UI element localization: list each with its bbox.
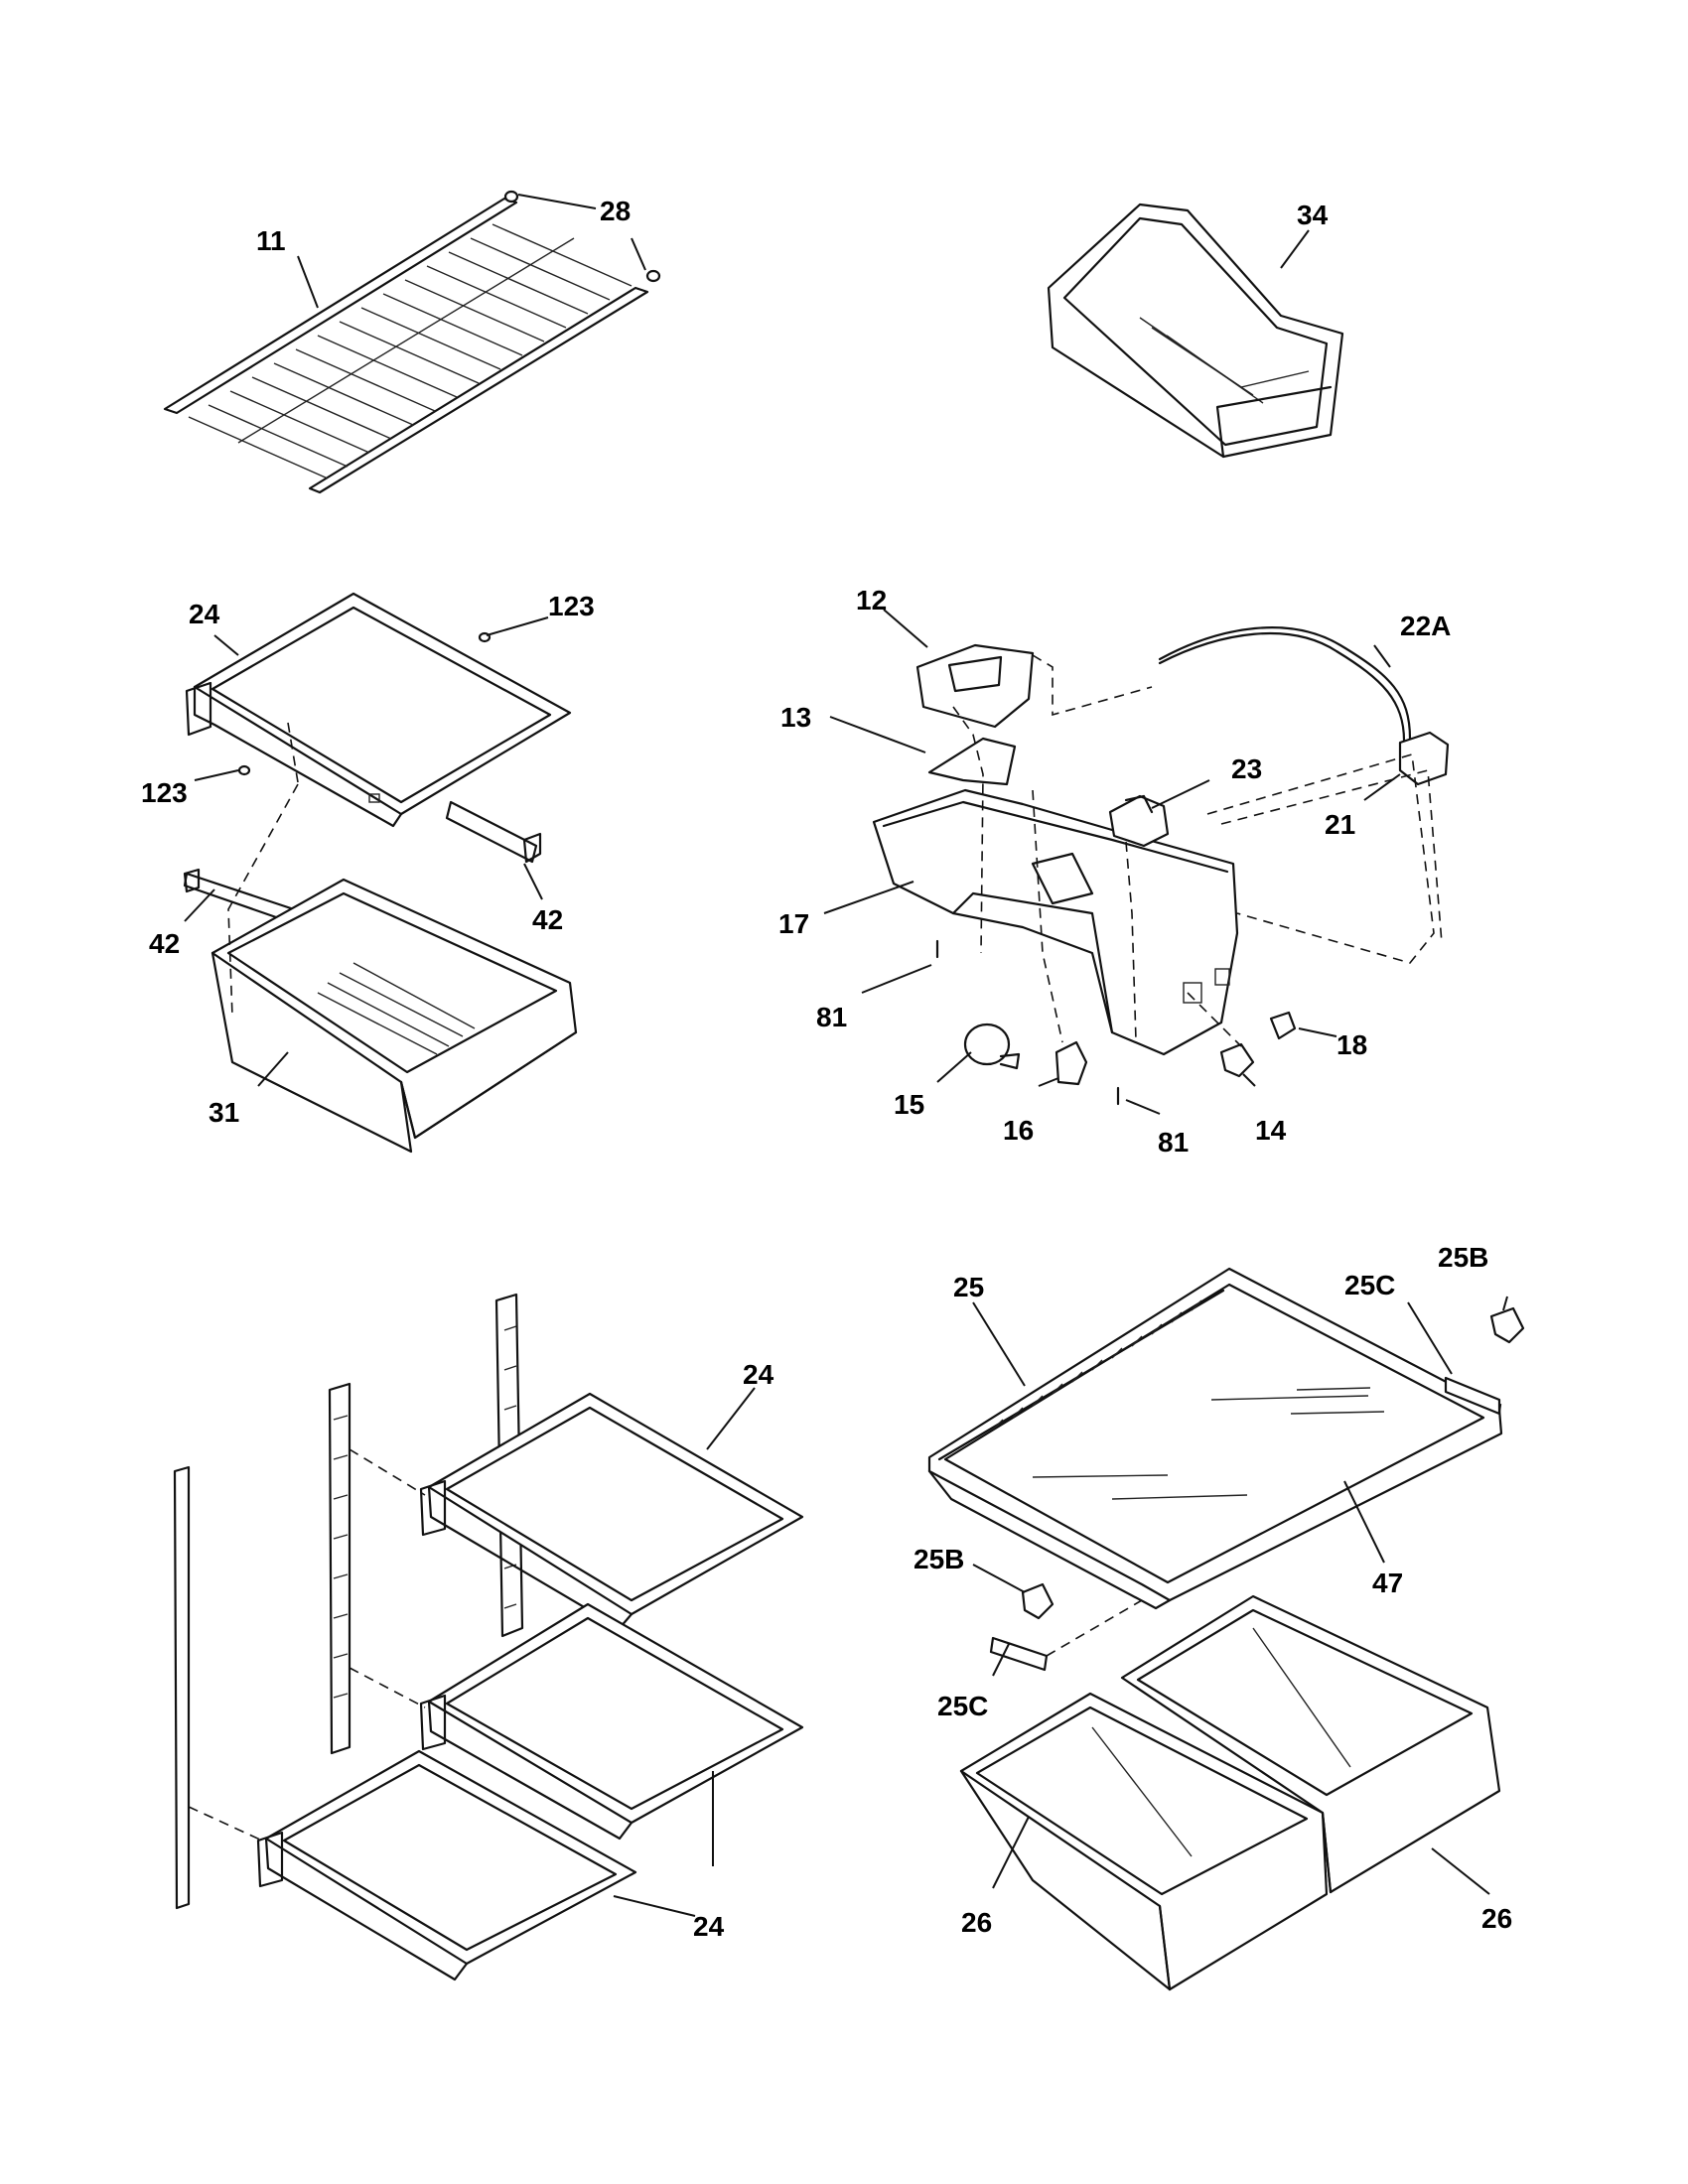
crisper-cover-part-25 bbox=[927, 1267, 1503, 1610]
switch-part-14 bbox=[1219, 1042, 1255, 1078]
crisper-drawer-part-31 bbox=[211, 878, 578, 1154]
callout-26-left: 26 bbox=[961, 1907, 992, 1938]
callout-25B-bottom: 25B bbox=[914, 1544, 964, 1574]
control-housing-part-17 bbox=[872, 788, 1239, 1056]
clip-part-25B-bottom bbox=[1021, 1582, 1055, 1620]
light-switch-part-18 bbox=[1269, 1011, 1297, 1040]
callout-81-right: 81 bbox=[1158, 1127, 1189, 1158]
callout-25C-top: 25C bbox=[1344, 1270, 1395, 1300]
callout-15: 15 bbox=[894, 1089, 924, 1120]
callout-12: 12 bbox=[856, 585, 887, 615]
callout-42-right: 42 bbox=[532, 904, 563, 935]
callout-26-right: 26 bbox=[1481, 1903, 1512, 1934]
callout-47: 47 bbox=[1372, 1568, 1403, 1598]
glass-insert-part-47 bbox=[1032, 1387, 1385, 1500]
wire-shelf-part-11 bbox=[163, 190, 661, 494]
glass-shelf-part-24-middle bbox=[419, 1602, 804, 1841]
lamp-bulb-part-15 bbox=[963, 1023, 1021, 1070]
callout-123-bottom: 123 bbox=[141, 777, 188, 808]
ice-bin-part-34 bbox=[1047, 203, 1344, 459]
callout-17: 17 bbox=[778, 908, 809, 939]
callout-24-lower-bottom: 24 bbox=[693, 1911, 725, 1942]
lamp-socket-part-16 bbox=[1055, 1040, 1088, 1086]
callout-81-left: 81 bbox=[816, 1002, 847, 1032]
lens-part-13 bbox=[927, 737, 1017, 786]
crisper-drawer-part-26-left bbox=[959, 1692, 1329, 1991]
callout-25C-bottom: 25C bbox=[937, 1691, 988, 1721]
shelf-rail-part-42-right bbox=[445, 800, 542, 864]
callout-28: 28 bbox=[600, 196, 631, 226]
callout-25: 25 bbox=[953, 1272, 984, 1302]
callout-42-left: 42 bbox=[149, 928, 180, 959]
glass-shelf-part-24-bottom bbox=[256, 1749, 637, 1981]
callout-18: 18 bbox=[1336, 1029, 1367, 1060]
callout-14: 14 bbox=[1255, 1115, 1287, 1146]
callout-24-lower-top: 24 bbox=[743, 1359, 774, 1390]
thermostat-part-23 bbox=[1108, 794, 1170, 848]
callout-25B-top: 25B bbox=[1438, 1242, 1488, 1273]
callout-21: 21 bbox=[1325, 809, 1355, 840]
callout-34: 34 bbox=[1297, 200, 1329, 230]
callout-23: 23 bbox=[1231, 753, 1262, 784]
bracket-part-25C-bottom bbox=[989, 1636, 1049, 1672]
crisper-drawer-part-26-right bbox=[1120, 1594, 1501, 1894]
callout-24-upper: 24 bbox=[189, 599, 220, 629]
light-shield-part-12 bbox=[915, 643, 1035, 729]
glass-shelf-part-24 bbox=[185, 592, 572, 828]
callout-123-top: 123 bbox=[548, 591, 595, 621]
clip-part-25B-top bbox=[1489, 1306, 1525, 1344]
callout-31: 31 bbox=[209, 1097, 239, 1128]
callout-16: 16 bbox=[1003, 1115, 1034, 1146]
callout-11: 11 bbox=[256, 225, 286, 256]
wire-harness-part-22A bbox=[1158, 626, 1412, 743]
callout-13: 13 bbox=[780, 702, 811, 733]
callout-22A: 22A bbox=[1400, 611, 1451, 641]
glass-shelf-part-24-top bbox=[419, 1392, 804, 1630]
connector-part-21 bbox=[1398, 731, 1450, 786]
